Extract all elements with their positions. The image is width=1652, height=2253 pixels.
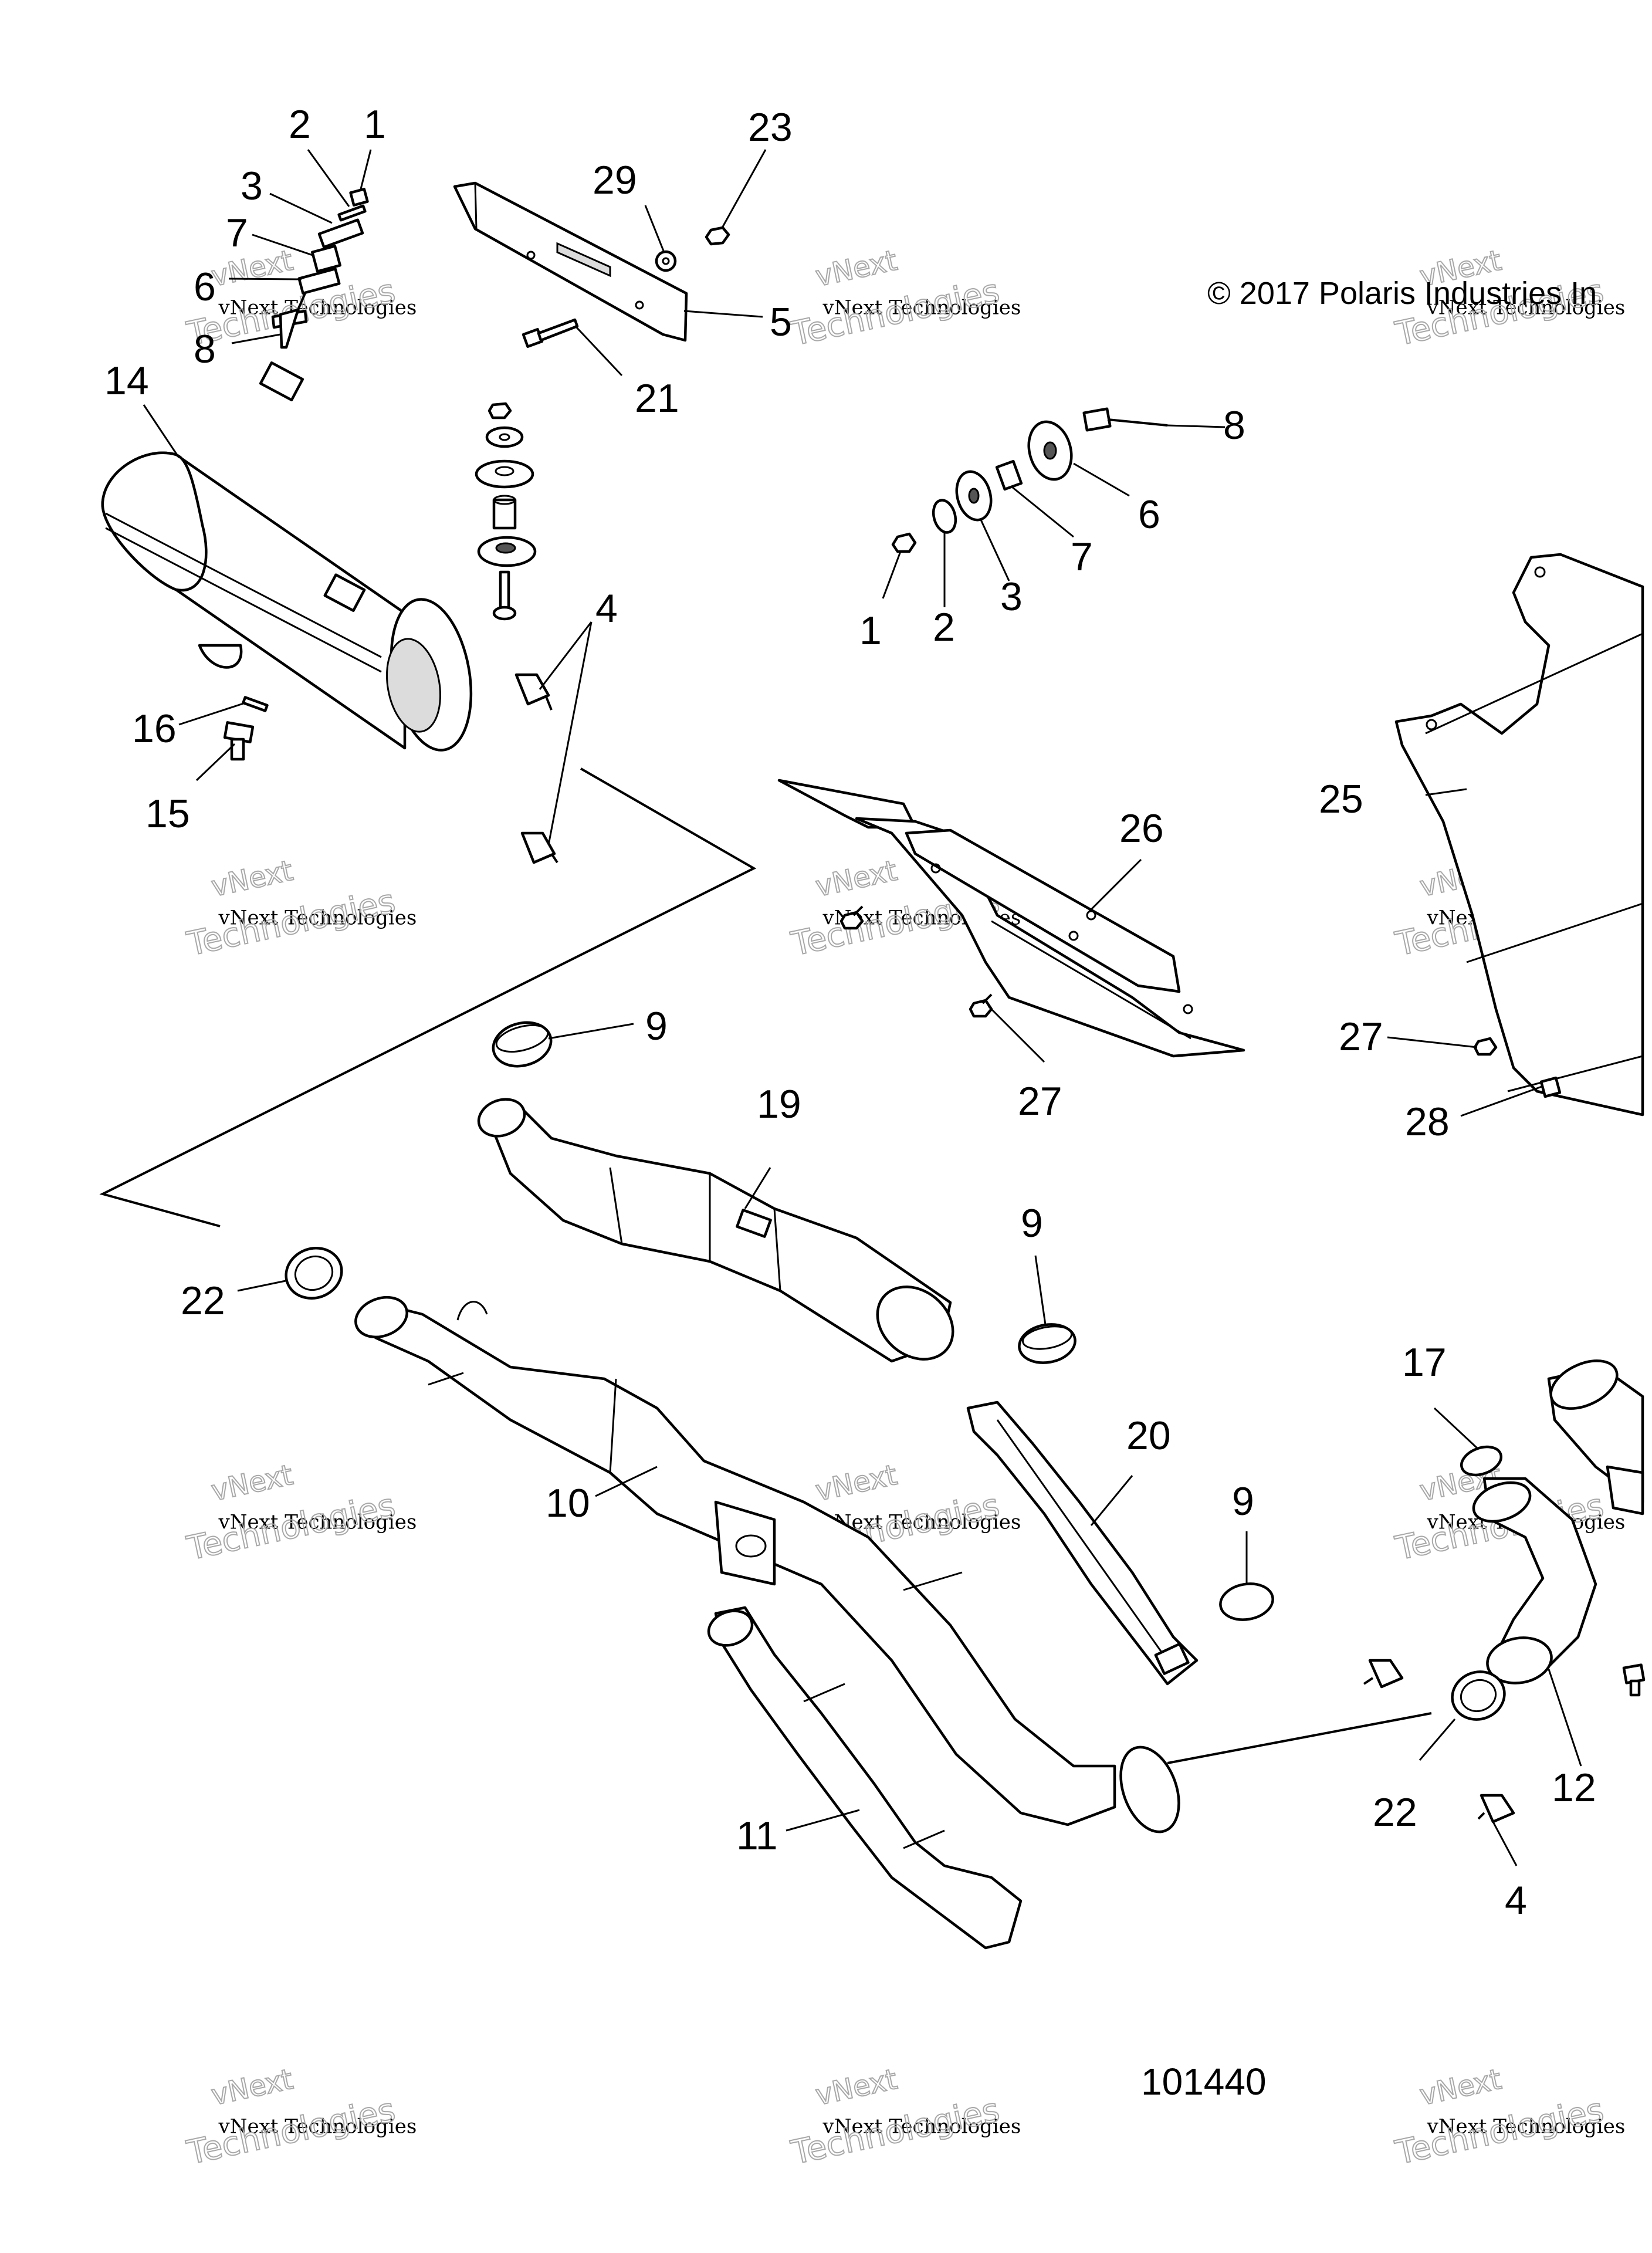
- bolt-far-right: [1622, 1663, 1646, 1697]
- header-pipe: [354, 1295, 1180, 1833]
- callout-4: 4: [595, 586, 618, 631]
- watermark-line1: vNext: [208, 1459, 296, 1508]
- callout-15: 15: [145, 791, 190, 836]
- callout-3: 3: [241, 164, 263, 208]
- watermark: vNext vNext Technologies Technologies: [183, 1458, 417, 1569]
- callout-7: 7: [226, 211, 248, 255]
- assembly-lines: [99, 767, 1432, 1764]
- callout-6: 6: [194, 265, 216, 309]
- callout-19: 19: [757, 1082, 801, 1126]
- callout-3: 3: [1000, 574, 1023, 619]
- callout-4: 4: [1505, 1878, 1527, 1923]
- gasket-22-right: [1451, 1670, 1506, 1721]
- callout-17: 17: [1402, 1340, 1447, 1385]
- watermark-line1: vNext: [813, 1459, 900, 1508]
- callout-9: 9: [1021, 1201, 1043, 1246]
- callout-27: 27: [1018, 1079, 1062, 1124]
- grommet-stack-center: [475, 402, 537, 621]
- callout-9: 9: [645, 1004, 668, 1048]
- callout-27: 27: [1339, 1014, 1383, 1059]
- callout-23: 23: [748, 105, 793, 150]
- bolt-21: [522, 318, 579, 349]
- pin-16: [242, 696, 269, 712]
- bolt-27-center-left: [839, 905, 864, 930]
- watermark-line1: vNext: [208, 2063, 296, 2112]
- callout-16: 16: [132, 706, 177, 751]
- callouts: 1 2 3 7 6 8 29 23 5 21 14 8 6 7 3 2 1 4 …: [104, 102, 1596, 1923]
- bolt-15: [223, 721, 255, 761]
- grommet-4-upper: [514, 673, 553, 711]
- watermark-line1: vNext: [208, 244, 296, 293]
- nut-23: [705, 226, 730, 246]
- callout-26: 26: [1119, 806, 1164, 851]
- heat-shield-header-lower: [966, 1400, 1199, 1686]
- grommet-4-right-upper: [1363, 1659, 1404, 1689]
- figure-number: 101440: [1141, 2061, 1267, 2103]
- watermark-line2: vNext Technologies: [822, 2115, 1021, 2138]
- mount-hardware-stack-right: [891, 407, 1168, 553]
- gasket-22-left: [285, 1247, 343, 1300]
- watermark-line1: vNext: [813, 244, 900, 293]
- callout-1: 1: [364, 102, 386, 147]
- grommet-4-right-lower: [1477, 1794, 1515, 1824]
- callout-12: 12: [1552, 1765, 1596, 1810]
- watermark-line2: vNext Technologies: [1427, 2115, 1626, 2138]
- callout-1: 1: [859, 608, 882, 653]
- washer-29: [655, 250, 677, 272]
- callout-7: 7: [1071, 535, 1093, 579]
- clamp-9-upper: [492, 1021, 553, 1068]
- leader-lines: [143, 149, 1582, 1866]
- bolt-27-center: [969, 993, 993, 1018]
- watermark: vNext vNext Technologies Technologies: [787, 2062, 1021, 2173]
- callout-5: 5: [770, 300, 792, 344]
- watermark-line1: vNext: [813, 2063, 900, 2112]
- callout-10: 10: [546, 1481, 590, 1525]
- clamp-9-lower: [1219, 1582, 1274, 1621]
- callout-20: 20: [1126, 1413, 1171, 1458]
- heat-shield-bracket: [453, 181, 688, 342]
- clip-28: [1539, 1076, 1562, 1098]
- heat-shield-header-pipe: [477, 1098, 954, 1363]
- watermark: vNext vNext Technologies Technologies: [787, 243, 1021, 354]
- watermark-line1: vNext: [1417, 2063, 1504, 2112]
- callout-9: 9: [1232, 1479, 1254, 1524]
- watermark-line2: vNext Technologies: [822, 296, 1021, 319]
- watermark-line2: vNext Technologies: [1427, 296, 1626, 319]
- watermark-line1: vNext: [813, 854, 900, 904]
- watermark-line2: vNext Technologies: [218, 906, 417, 929]
- watermark: vNext vNext Technologies Technologies: [183, 854, 417, 965]
- watermark-line2: vNext Technologies: [218, 1510, 417, 1534]
- watermark-line2: vNext Technologies: [218, 2115, 417, 2138]
- callout-2: 2: [933, 605, 955, 649]
- copyright-notice: © 2017 Polaris Industries In: [1207, 276, 1597, 311]
- exhaust-y-pipe: [1472, 1359, 1644, 1684]
- watermark-layer: vNext vNext Technologies Technologies vN…: [183, 243, 1626, 2173]
- mount-hardware-stack-left: [271, 188, 369, 349]
- watermark-line1: vNext: [208, 854, 296, 904]
- callout-28: 28: [1405, 1100, 1450, 1144]
- heat-shield-center: [777, 779, 1245, 1058]
- grommet-4-lower: [520, 831, 558, 864]
- callout-11: 11: [736, 1814, 778, 1858]
- callout-22: 22: [181, 1278, 225, 1323]
- callout-6: 6: [1138, 492, 1160, 537]
- callout-8: 8: [1223, 403, 1245, 448]
- callout-8: 8: [194, 327, 216, 371]
- watermark: vNext vNext Technologies Technologies: [183, 2062, 417, 2173]
- watermark-line2: vNext Technologies: [218, 296, 417, 319]
- muffler: [101, 361, 473, 752]
- tail-pipe: [707, 1606, 1023, 1950]
- callout-29: 29: [593, 158, 637, 202]
- callout-25: 25: [1319, 777, 1363, 821]
- callout-22: 22: [1373, 1790, 1417, 1835]
- callout-2: 2: [289, 102, 311, 147]
- bolt-27-right: [1473, 1037, 1498, 1056]
- callout-14: 14: [104, 358, 149, 403]
- callout-21: 21: [635, 376, 679, 421]
- watermark: vNext vNext Technologies Technologies: [1392, 2062, 1626, 2173]
- heat-shield-right: [1394, 553, 1644, 1117]
- clamp-9-middle: [1018, 1323, 1076, 1364]
